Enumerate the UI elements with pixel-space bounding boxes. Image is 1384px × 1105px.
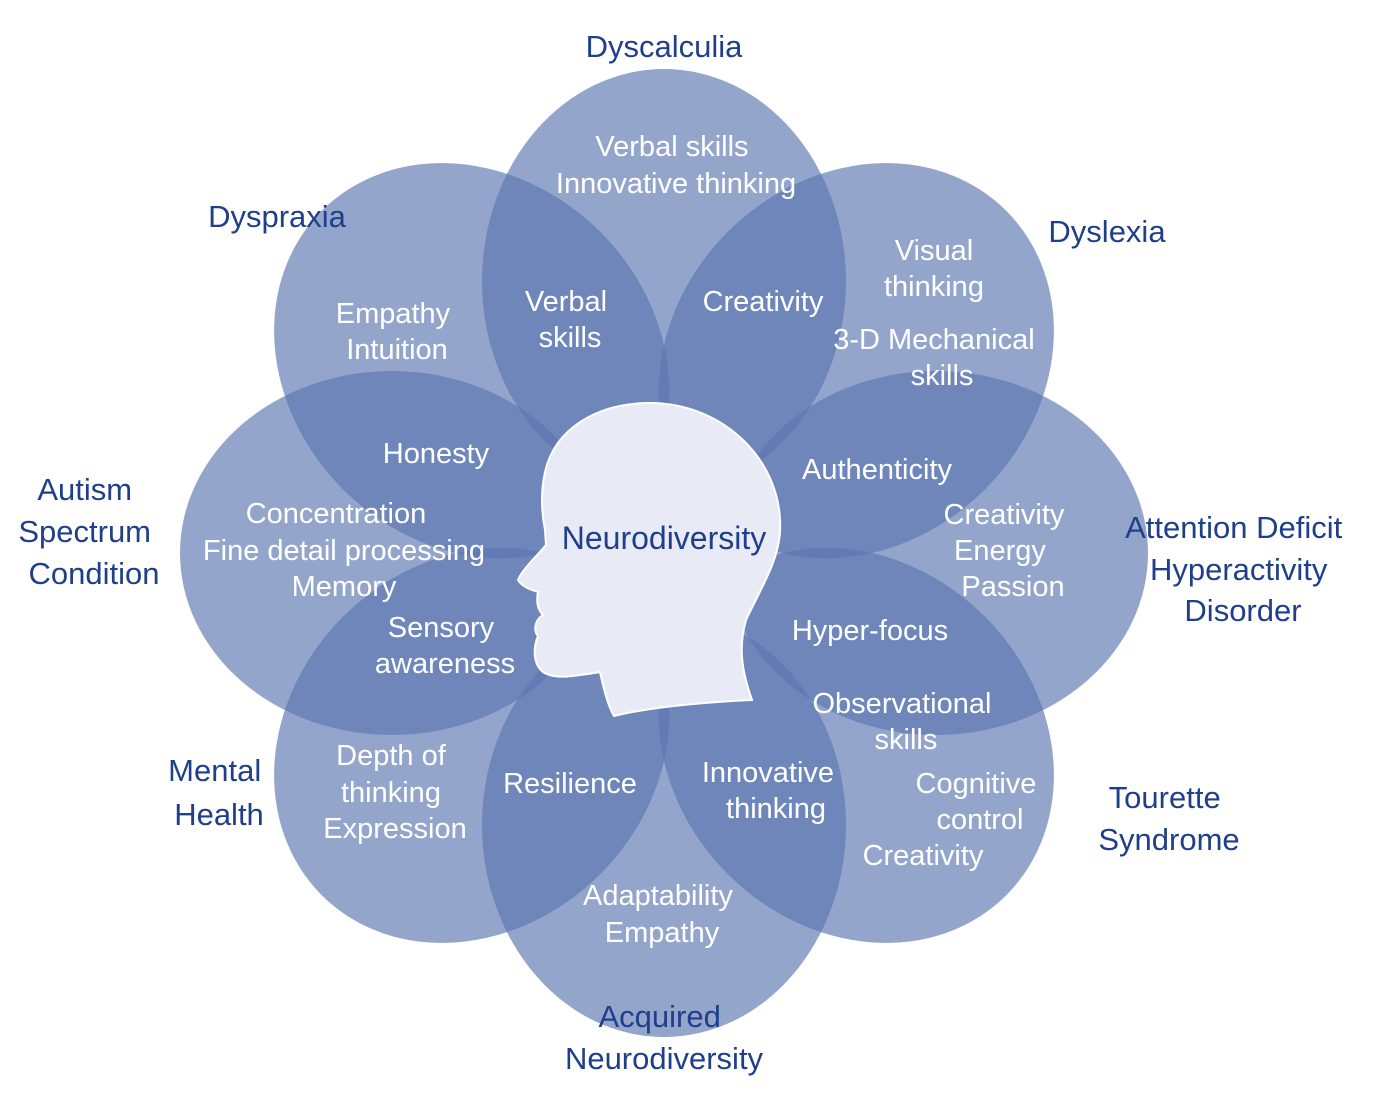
strengths-acquired: Adaptability Empathy [583,880,741,949]
petals [180,69,1148,1037]
condition-label-tourette: Tourette Syndrome [1098,780,1239,857]
center-label: Neurodiversity [562,520,767,556]
overlap-adhd-tourette: Hyper-focus [792,615,948,647]
condition-label-mental-health: Mental Health [168,753,270,832]
overlap-acquired-mental-health: Resilience [503,768,637,800]
head-silhouette [516,401,782,718]
overlap-strengths: Verbal skills Creativity Authenticity Hy… [375,286,953,825]
strengths-tourette: Observational skills Cognitive control C… [813,688,1045,872]
condition-label-dyspraxia: Dyspraxia [208,199,347,234]
overlap-dyscalculia-dyslexia: Creativity [703,286,824,318]
strengths-autism: Concentration Fine detail processing Mem… [203,498,493,603]
strengths-dyscalculia: Verbal skills Innovative thinking [556,131,796,200]
strengths-dyslexia: Visual thinking 3-D Mechanical skills [833,235,1043,392]
strengths-dyspraxia: Empathy Intuition [336,298,459,366]
strengths-adhd: Creativity Energy Passion [944,499,1073,603]
strengths-mental-health: Depth of thinking Expression [323,740,466,845]
condition-label-dyslexia: Dyslexia [1048,214,1166,249]
petal-strengths: Verbal skills Innovative thinking Visual… [203,131,1073,949]
overlap-autism-dyspraxia: Honesty [383,438,490,470]
overlap-dyspraxia-dyscalculia: Verbal skills [525,286,615,354]
overlap-mental-health-autism: Sensory awareness [375,612,515,680]
overlap-dyslexia-adhd: Authenticity [802,454,952,486]
condition-label-dyscalculia: Dyscalculia [586,29,744,64]
condition-label-autism: Autism Spectrum Condition [18,472,159,591]
condition-label-acquired: Acquired Neurodiversity [565,999,764,1076]
overlap-tourette-acquired: Innovative thinking [702,757,842,825]
condition-labels: Dyscalculia Dyslexia Attention Deficit H… [18,29,1351,1076]
condition-label-adhd: Attention Deficit Hyperactivity Disorder [1125,510,1351,628]
